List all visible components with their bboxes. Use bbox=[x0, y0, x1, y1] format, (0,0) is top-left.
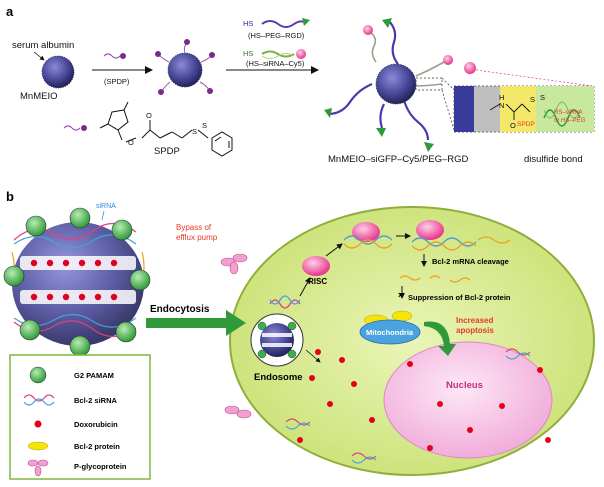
cy5-dye-icon bbox=[464, 62, 476, 74]
spdp-linker-dot bbox=[81, 125, 87, 131]
bcl2-protein-icon bbox=[27, 441, 49, 451]
mnmeio-product-nanoparticle bbox=[324, 18, 453, 152]
risc-to-mrna-arrow bbox=[325, 243, 343, 257]
doxorubicin-dot-icon bbox=[34, 420, 42, 428]
spdp-s-atom: S bbox=[192, 127, 197, 136]
panel-a: a serum albumin MnMEIO (SPDP) bbox=[6, 4, 595, 165]
endosome-label: Endosome bbox=[254, 372, 303, 383]
legend-item-doxorubicin: Doxorubicin bbox=[34, 420, 118, 429]
p-glycoprotein-icon bbox=[27, 459, 49, 477]
panel-b-label: b bbox=[6, 189, 14, 204]
inset-hs-peg-label: or HS–PEG bbox=[554, 118, 586, 124]
bypass-label-line1: Bypass of bbox=[176, 223, 212, 232]
panel-b: b Nucleus bbox=[3, 189, 595, 480]
mitochondria bbox=[359, 310, 421, 345]
inset-h-atom: H bbox=[499, 93, 504, 102]
sirna-cy5-reagent-icon bbox=[261, 49, 306, 59]
legend-label-pamam: G2 PAMAM bbox=[74, 371, 114, 380]
inset-s1-atom: S bbox=[530, 95, 535, 104]
mnmeio-nanoparticle-1 bbox=[41, 55, 75, 89]
sirna-pointer bbox=[101, 210, 105, 221]
cy5-callout-line bbox=[475, 69, 593, 87]
spdp-s2-atom: S bbox=[202, 121, 207, 130]
endocytosis-arrow bbox=[146, 310, 246, 336]
suppression-x-mark: × bbox=[398, 290, 403, 300]
p-glycoprotein-pump-bottom bbox=[224, 405, 252, 419]
peg-rgd-reagent-icon bbox=[261, 18, 310, 28]
legend-label-bcl2-protein: Bcl-2 protein bbox=[74, 442, 120, 451]
spdp-carbonyl-o: O bbox=[146, 111, 152, 120]
disulfide-inset: H N S S O SPDP RS–siRNA or HS–PEG bbox=[453, 85, 595, 133]
cytoplasm-sirna bbox=[285, 348, 531, 464]
legend-label-doxorubicin: Doxorubicin bbox=[74, 420, 118, 429]
endosome bbox=[250, 313, 304, 367]
legend-label-sirna: Bcl-2 siRNA bbox=[74, 396, 118, 405]
pamam-dendrimer-icon bbox=[29, 366, 47, 384]
inset-s2-atom: S bbox=[540, 93, 545, 102]
nanoparticle-carrier bbox=[3, 207, 151, 357]
inset-albumin-layer bbox=[474, 86, 500, 132]
inset-o-atom: O bbox=[510, 121, 516, 130]
legend: G2 PAMAM Bcl-2 siRNA Doxorubicin Bcl-2 p… bbox=[9, 354, 151, 480]
legend-label-p-glycoprotein: P-glycoprotein bbox=[74, 462, 127, 471]
apoptosis-curved-arrow bbox=[424, 321, 456, 356]
suppression-label: Suppression of Bcl-2 protein bbox=[408, 293, 511, 302]
spdp-linker-icon bbox=[103, 53, 126, 59]
to-risc-arrow bbox=[299, 277, 311, 297]
disulfide-bond-label: disulfide bond bbox=[524, 154, 583, 165]
inset-spdp-region bbox=[500, 86, 536, 132]
apoptosis-label-line1: Increased bbox=[456, 316, 493, 325]
p-glycoprotein-pump-top bbox=[220, 253, 248, 275]
spdp-step-label: (SPDP) bbox=[104, 77, 130, 86]
nucleus-label: Nucleus bbox=[446, 380, 483, 391]
mitochondria-label: Mitochondria bbox=[366, 328, 414, 337]
mnmeio-label: MnMEIO bbox=[20, 91, 57, 102]
serum-albumin-label: serum albumin bbox=[12, 40, 74, 51]
released-sirna bbox=[269, 295, 301, 309]
endocytosis-label: Endocytosis bbox=[150, 304, 210, 315]
cytoplasm-doxorubicin bbox=[297, 349, 551, 451]
cleavage-label: Bcl-2 mRNA cleavage bbox=[432, 257, 509, 266]
cleaved-mrna-fragments bbox=[399, 275, 471, 283]
risc-complex bbox=[302, 256, 330, 276]
spdp-o-atom: O bbox=[128, 138, 134, 147]
spdp-structure-label: SPDP bbox=[154, 146, 180, 157]
inset-n-atom: N bbox=[499, 101, 504, 110]
panel-a-label: a bbox=[6, 4, 14, 19]
product-label: MnMEIO–siGFP–Cy5/PEG–RGD bbox=[328, 154, 469, 165]
sirna-label: siRNA bbox=[96, 203, 116, 210]
dox-release-arrow bbox=[305, 349, 321, 363]
risc-mrna-complex-2 bbox=[411, 220, 511, 251]
hs-label-peg: HS bbox=[243, 19, 253, 28]
legend-item-pamam: G2 PAMAM bbox=[29, 366, 114, 384]
risc-label: RISC bbox=[308, 277, 327, 286]
serum-albumin-pointer bbox=[33, 51, 45, 61]
bypass-label-line2: efflux pump bbox=[176, 233, 218, 242]
legend-item-bcl2-protein: Bcl-2 protein bbox=[27, 441, 120, 451]
sirna-helix-icon bbox=[23, 394, 55, 406]
apoptosis-label-line2: apoptosis bbox=[456, 326, 494, 335]
inset-rs-sirna-label: RS–siRNA bbox=[554, 110, 583, 116]
nucleus bbox=[383, 341, 553, 459]
hs-label-sirna: HS bbox=[243, 49, 253, 58]
sirna-cy5-reagent-label: (HS–siRNA–Cy5) bbox=[246, 59, 305, 68]
inset-spdp-label: SPDP bbox=[517, 121, 535, 128]
inset-callout-lines bbox=[415, 77, 455, 131]
legend-item-p-glycoprotein: P-glycoprotein bbox=[27, 459, 127, 477]
peg-rgd-reagent-label: (HS–PEG–RGD) bbox=[248, 31, 305, 40]
mnmeio-spdp-nanoparticle bbox=[155, 39, 215, 95]
inset-nanoparticle-surface bbox=[454, 86, 474, 132]
spdp-chemical-structure bbox=[63, 101, 233, 157]
risc-mrna-complex-1 bbox=[343, 222, 393, 249]
legend-item-sirna: Bcl-2 siRNA bbox=[23, 394, 118, 406]
